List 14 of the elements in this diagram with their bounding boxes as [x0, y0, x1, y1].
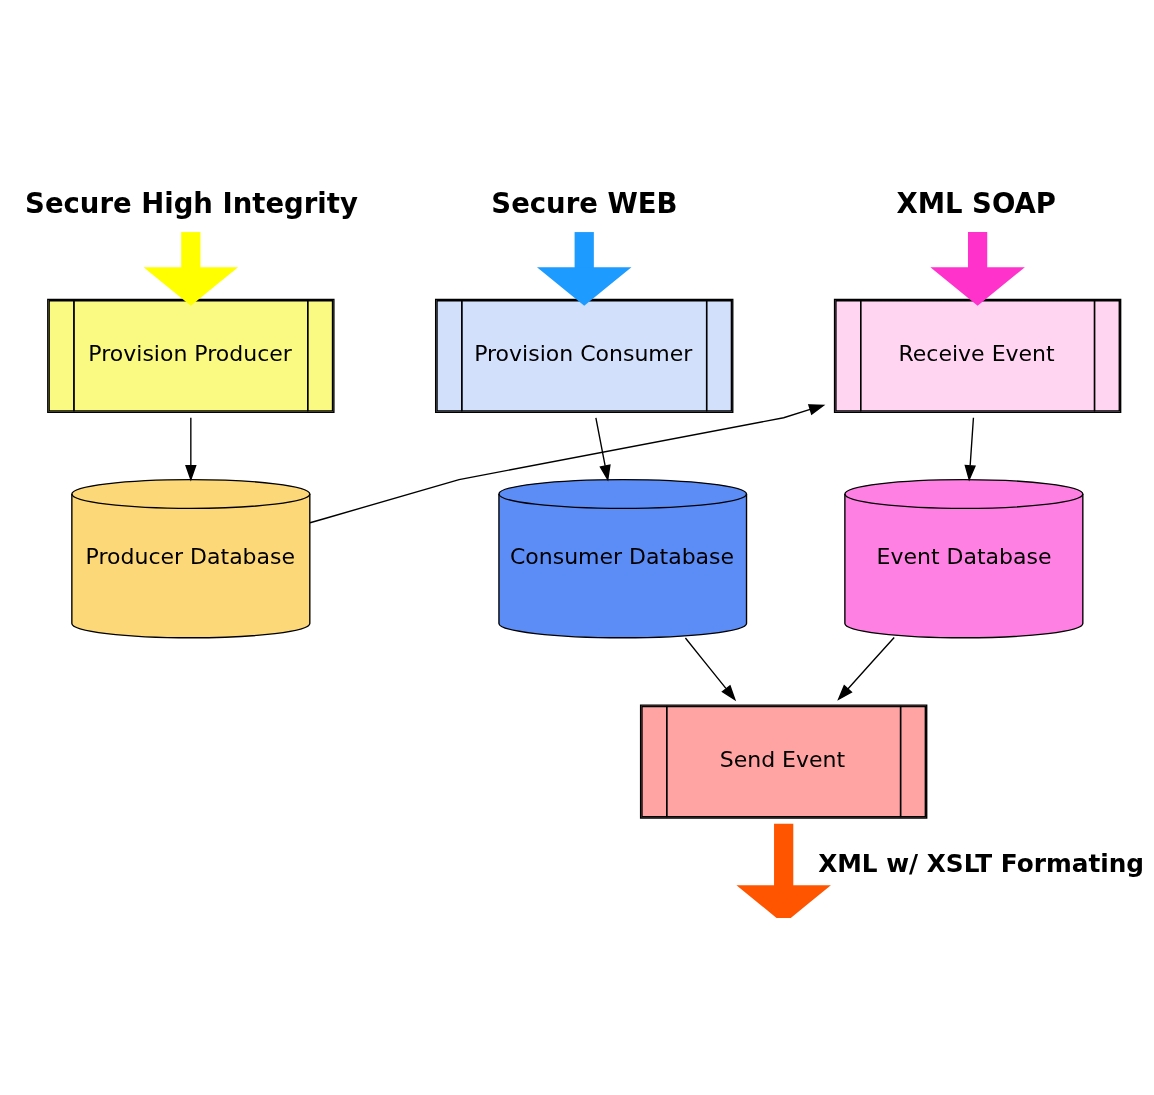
arrow: [595, 417, 611, 482]
arrow: [964, 417, 976, 482]
node-text: XML SOAP: [896, 186, 1057, 219]
node-text: Secure WEB: [491, 186, 678, 219]
edge-label: XML w/ XSLT Formating: [818, 849, 1145, 879]
node-text: Secure High Integrity: [25, 186, 358, 219]
arrow: [185, 417, 197, 482]
arrow: [736, 823, 831, 918]
arrow: [536, 232, 632, 306]
arrow: [684, 637, 737, 702]
arrow: [930, 232, 1025, 306]
arrow: [143, 232, 239, 306]
arrow: [837, 636, 895, 701]
arrow: [309, 404, 826, 524]
